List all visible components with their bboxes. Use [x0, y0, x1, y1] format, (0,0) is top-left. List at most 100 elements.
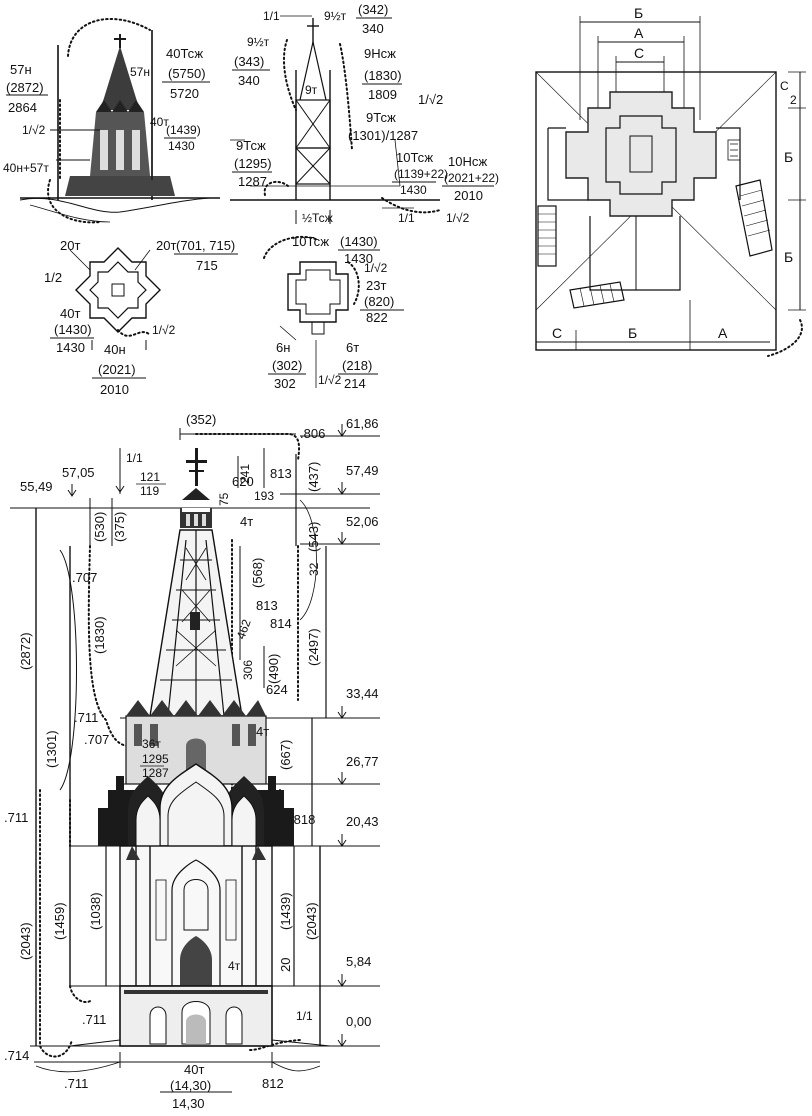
label-one-over-one: 1/1 — [263, 9, 280, 23]
label-1139p: (1139+22) — [394, 167, 448, 181]
label-342p: (342) — [358, 2, 388, 17]
plan-right-B-b: Б — [784, 249, 793, 265]
dim-1439: (1439) — [278, 892, 293, 930]
dim-2497: (2497) — [306, 628, 321, 666]
small-section: 1/1 9½т (342) 340 9½т (343) 340 9т 9Нсж … — [230, 2, 499, 225]
dim-711c: .711 — [82, 1012, 106, 1027]
dim-543: (543) — [306, 522, 321, 552]
label-214: 214 — [344, 376, 366, 391]
level-marks: 61,86 57,49 57,05 55,49 52,06 33,44 26,7… — [10, 416, 380, 1047]
level-6186: 61,86 — [346, 416, 379, 431]
label-40t: 40т — [150, 115, 169, 129]
label-1439p: (1439) — [166, 123, 201, 137]
dim-1295: 1295 — [142, 752, 169, 766]
label-302p: (302) — [272, 358, 302, 373]
dim-1287: 1287 — [142, 766, 169, 780]
dim-4t-a: 4т — [240, 514, 253, 529]
label-5720: 5720 — [170, 86, 199, 101]
plan-body — [565, 91, 717, 217]
label-half: 1/2 — [44, 270, 62, 285]
plan-right-2: 2 — [790, 93, 797, 107]
plan-top-A: А — [634, 25, 644, 41]
label-9tszh-a: 9Тсж — [366, 110, 396, 125]
small-elevation: 57н (2872) 2864 1/√2 40н+57т 57н 40Тсж (… — [3, 17, 220, 224]
small-church-gallery — [65, 176, 175, 196]
label-343p: (343) — [234, 54, 264, 69]
dim-1459: (1459) — [52, 902, 67, 940]
label-701p: (701, 715) — [176, 238, 235, 253]
level-000: 0,00 — [346, 1014, 371, 1029]
dim-119: 119 — [140, 484, 159, 498]
dim-32: 32 — [307, 562, 321, 576]
label-2021p-b: (2021) — [98, 362, 136, 377]
label-302: 302 — [274, 376, 296, 391]
vertical-dims — [35, 428, 327, 1046]
label-1287: 1287 — [238, 174, 267, 189]
dim-1830: (1830) — [92, 616, 107, 654]
label-10nszh: 10Нсж — [448, 154, 487, 169]
label-inv-sqrt2-f: 1/√2 — [318, 373, 342, 387]
label-9t: 9т — [305, 83, 318, 97]
label-2864: 2864 — [8, 100, 37, 115]
dim-1038: (1038) — [88, 892, 103, 930]
dim-806: .806 — [300, 426, 325, 441]
dim-714: .714 — [4, 1048, 29, 1063]
small-plan-left: 20т 20т (701, 715) 715 1/2 40т (1430) 14… — [44, 238, 238, 397]
dim-1-1: 1/1 — [126, 451, 143, 465]
label-1809: 1809 — [368, 87, 397, 102]
label-6n: 6н — [276, 340, 290, 355]
plan-stair-right — [735, 179, 773, 257]
level-584: 5,84 — [346, 954, 371, 969]
label-40t-b: 40т — [60, 306, 80, 321]
dim-437: (437) — [306, 462, 321, 492]
label-340a: 340 — [362, 21, 384, 36]
label-10tszh-b: 10Тсж — [292, 234, 329, 249]
dim-1-1b: 1/1 — [296, 1009, 313, 1023]
label-1430p: (1430) — [54, 322, 92, 337]
dim-1430p: (14,30) — [170, 1078, 211, 1093]
dim-813b: 813 — [256, 598, 278, 613]
label-1430p-b: (1430) — [340, 234, 378, 249]
label-57n-top: 57н — [130, 65, 150, 79]
church-elevation — [69, 448, 331, 1047]
dim-490: (490) — [266, 654, 281, 684]
label-inv-sqrt2-c: 1/√2 — [446, 211, 470, 225]
label-10tszh-a: 10Тсж — [396, 150, 433, 165]
dim-620: 620 — [232, 474, 254, 489]
dim-812: 812 — [262, 1076, 284, 1091]
level-2677: 26,77 — [346, 754, 379, 769]
dim-375: (375) — [112, 512, 127, 542]
label-1430d: 1430 — [344, 251, 373, 266]
plan-stair-bottom — [569, 281, 625, 309]
label-6t: 6т — [346, 340, 359, 355]
dim-530: (530) — [92, 512, 107, 542]
label-1295p: (1295) — [234, 156, 272, 171]
label-822: 822 — [366, 310, 388, 325]
label-inv-sqrt2-b: 1/√2 — [418, 92, 443, 107]
plan-bottom-C: С — [552, 325, 562, 341]
label-inv-sqrt2-e: 1/√2 — [364, 261, 388, 275]
dim-352: (352) — [186, 412, 216, 427]
label-715: 715 — [196, 258, 218, 273]
label-inv-sqrt2-a: 1/√2 — [22, 123, 46, 137]
label-one-one: 1/1 — [398, 211, 415, 225]
label-5750p: (5750) — [168, 66, 206, 81]
label-40n57t: 40н+57т — [3, 161, 49, 175]
label-2010b: 2010 — [100, 382, 129, 397]
dim-121: 121 — [140, 470, 160, 484]
dim-707b: .707 — [84, 732, 109, 747]
dim-4t-c: 4т — [228, 959, 241, 973]
level-5549: 55,49 — [20, 479, 53, 494]
dim-193: 193 — [254, 489, 274, 503]
label-half-tszh: ½Тсж — [302, 211, 333, 225]
dim-711d: .711 — [64, 1076, 88, 1091]
plan-right-B-a: Б — [784, 149, 793, 165]
small-church-tent — [100, 46, 140, 110]
dim-36t: 36т — [142, 737, 161, 751]
dim-814: 814 — [270, 616, 292, 631]
plan-top-B: Б — [634, 5, 643, 21]
dim-40t: 40т — [184, 1062, 204, 1077]
kokoshniki — [98, 763, 294, 847]
label-820p: (820) — [364, 294, 394, 309]
label-2010: 2010 — [454, 188, 483, 203]
